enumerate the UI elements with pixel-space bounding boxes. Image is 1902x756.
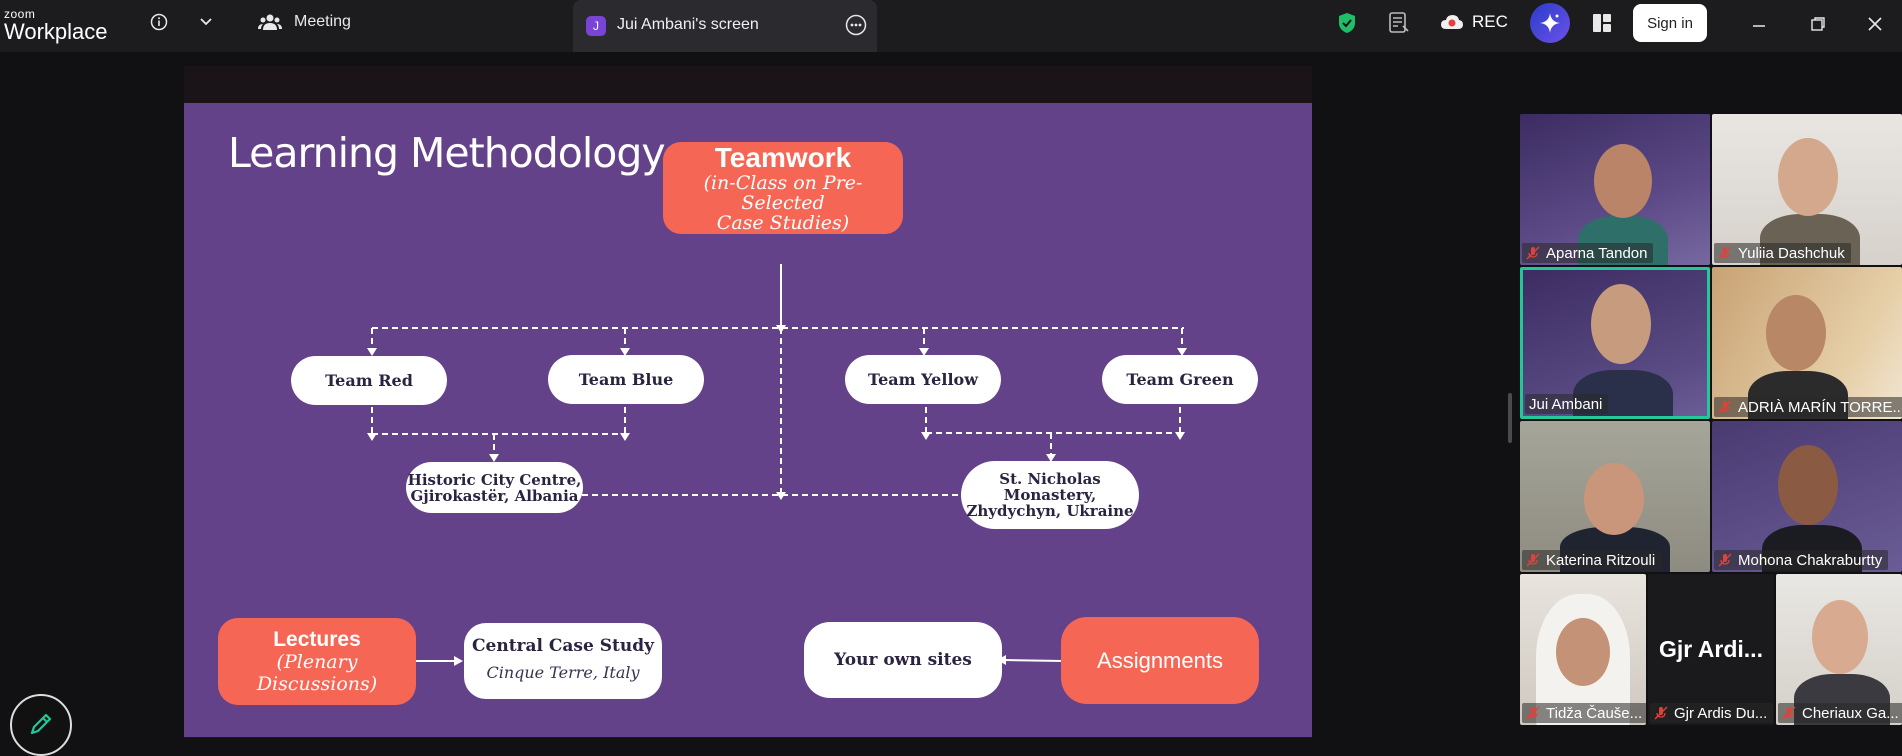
site-right-line1: St. Nicholas: [999, 470, 1101, 488]
participant-avatar-text: Gjr Ardi...: [1659, 636, 1763, 662]
lectures-title: Lectures: [273, 628, 361, 651]
participant-name: Yuliia Dashchuk: [1738, 244, 1845, 262]
participant-name: Gjr Ardis Du...: [1674, 704, 1768, 722]
ai-companion-button[interactable]: [1530, 3, 1570, 43]
zoom-workplace-logo: zoom Workplace: [4, 8, 108, 44]
sign-in-button[interactable]: Sign in: [1633, 4, 1707, 42]
site-st-nicholas-box: St. Nicholas Monastery, Zhydychyn, Ukrai…: [961, 461, 1139, 529]
participant-name: ADRIÀ MARÍN TORRE...: [1738, 398, 1902, 416]
participant-face: [1556, 618, 1610, 686]
assignments-box: Assignments: [1061, 617, 1259, 704]
mic-muted-icon: [1782, 706, 1796, 720]
central-case-sub: Cinque Terre, Italy: [486, 663, 640, 682]
panel-resize-handle[interactable]: [1508, 393, 1512, 443]
participant-name-tag: Katerina Ritzouli: [1522, 550, 1662, 570]
your-own-sites-box: Your own sites: [804, 622, 1002, 698]
participant-tile[interactable]: Katerina Ritzouli: [1520, 421, 1710, 572]
logo-small-text: zoom: [4, 7, 36, 21]
site-left-line2: Gjirokastër, Albania: [410, 486, 579, 505]
participant-face: [1766, 295, 1826, 371]
logo-big-text: Workplace: [4, 19, 108, 44]
participant-name: Jui Ambani: [1529, 395, 1603, 413]
presentation-slide: Learning Methodology: [184, 103, 1312, 737]
central-case-study-box: Central Case Study Cinque Terre, Italy: [464, 623, 662, 699]
slide-title: Learning Methodology: [228, 129, 666, 177]
participant-name-tag: Mohona Chakraburtty: [1714, 550, 1889, 570]
lectures-sub-line1: (Plenary: [276, 651, 358, 673]
top-bar: zoom Workplace Meeting J Jui Ambani's sc…: [0, 0, 1902, 52]
mic-muted-icon: [1526, 706, 1540, 720]
central-case-title: Central Case Study: [471, 636, 654, 656]
teamwork-title: Teamwork: [714, 142, 852, 173]
mic-muted-icon: [1718, 246, 1732, 260]
mic-muted-icon: [1718, 400, 1732, 414]
participant-name: Aparna Tandon: [1546, 244, 1648, 262]
minimize-icon[interactable]: [1748, 14, 1770, 34]
participant-name-tag: Jui Ambani: [1525, 394, 1609, 414]
meeting-tab[interactable]: Meeting: [258, 12, 351, 32]
shield-check-icon[interactable]: [1336, 11, 1358, 35]
teamwork-sub-line2: Case Studies): [716, 212, 850, 234]
teamwork-box: Teamwork (in-Class on Pre-Selected Case …: [663, 142, 903, 234]
team-green-box: Team Green: [1102, 355, 1258, 404]
participant-name-tag: Tidža Čauše...: [1522, 703, 1646, 723]
restore-icon[interactable]: [1807, 14, 1829, 34]
chevron-down-icon[interactable]: [196, 12, 216, 32]
pencil-icon: [30, 713, 52, 735]
participants-icon: [258, 14, 282, 30]
participant-face: [1812, 600, 1868, 674]
notes-icon[interactable]: [1387, 10, 1411, 36]
view-layout-icon[interactable]: [1590, 11, 1614, 35]
participant-tile[interactable]: Gjr Ardi... Gjr Ardis Du...: [1648, 574, 1774, 725]
cloud-record-icon: [1441, 15, 1463, 29]
participant-tile[interactable]: Tidža Čauše...: [1520, 574, 1646, 725]
close-icon[interactable]: [1864, 13, 1886, 35]
team-red-box: Team Red: [291, 356, 447, 405]
mic-muted-icon: [1526, 246, 1540, 260]
participant-tile-active-speaker[interactable]: Jui Ambani: [1520, 267, 1710, 419]
site-right-line3: Zhydychyn, Ukraine: [966, 502, 1134, 520]
teamwork-sub-line1: (in-Class on Pre-Selected: [703, 172, 863, 214]
participant-name-tag: Cheriaux Ga...: [1778, 703, 1902, 723]
screen-share-tab-label: Jui Ambani's screen: [617, 16, 759, 33]
sharer-avatar-badge: J: [586, 16, 606, 36]
participant-tile[interactable]: Yuliia Dashchuk: [1712, 114, 1902, 265]
site-right-line2: Monastery,: [1003, 486, 1097, 504]
info-icon[interactable]: [148, 11, 170, 33]
participant-name-tag: ADRIÀ MARÍN TORRE...: [1714, 397, 1902, 417]
participant-face: [1778, 445, 1838, 525]
team-blue-box: Team Blue: [548, 355, 704, 404]
participant-name: Cheriaux Ga...: [1802, 704, 1899, 722]
participant-face: [1594, 144, 1652, 218]
participant-name-tag: Aparna Tandon: [1522, 243, 1654, 263]
participant-name: Mohona Chakraburtty: [1738, 551, 1883, 569]
record-label: REC: [1472, 12, 1508, 31]
participant-face: [1584, 463, 1644, 535]
participant-tile[interactable]: Aparna Tandon: [1520, 114, 1710, 265]
annotate-pencil-button[interactable]: [10, 694, 72, 756]
participant-tile[interactable]: Cheriaux Ga...: [1776, 574, 1902, 725]
screen-share-tab[interactable]: J Jui Ambani's screen: [573, 0, 877, 52]
participant-tile[interactable]: Mohona Chakraburtty: [1712, 421, 1902, 572]
participant-tile[interactable]: ADRIÀ MARÍN TORRE...: [1712, 267, 1902, 419]
mic-muted-icon: [1654, 706, 1668, 720]
sparkle-icon: [1540, 13, 1560, 33]
lectures-box: Lectures (Plenary Discussions): [218, 618, 416, 705]
site-gjirokaster-box: Historic City Centre, Gjirokastër, Alban…: [406, 462, 583, 513]
meeting-tab-label: Meeting: [294, 13, 351, 30]
participant-name-tag: Yuliia Dashchuk: [1714, 243, 1851, 263]
participant-face: [1778, 138, 1838, 216]
mic-muted-icon: [1718, 553, 1732, 567]
more-options-icon[interactable]: [845, 14, 867, 41]
mic-muted-icon: [1526, 553, 1540, 567]
participant-name: Tidža Čauše...: [1546, 704, 1643, 722]
lectures-sub-line2: Discussions): [256, 673, 378, 695]
team-yellow-box: Team Yellow: [845, 355, 1001, 404]
record-button[interactable]: REC: [1440, 12, 1508, 32]
site-left-line1: Historic City Centre,: [407, 470, 582, 489]
participant-name: Katerina Ritzouli: [1546, 551, 1656, 569]
participant-face: [1591, 284, 1651, 364]
participant-name-tag: Gjr Ardis Du...: [1650, 703, 1774, 723]
